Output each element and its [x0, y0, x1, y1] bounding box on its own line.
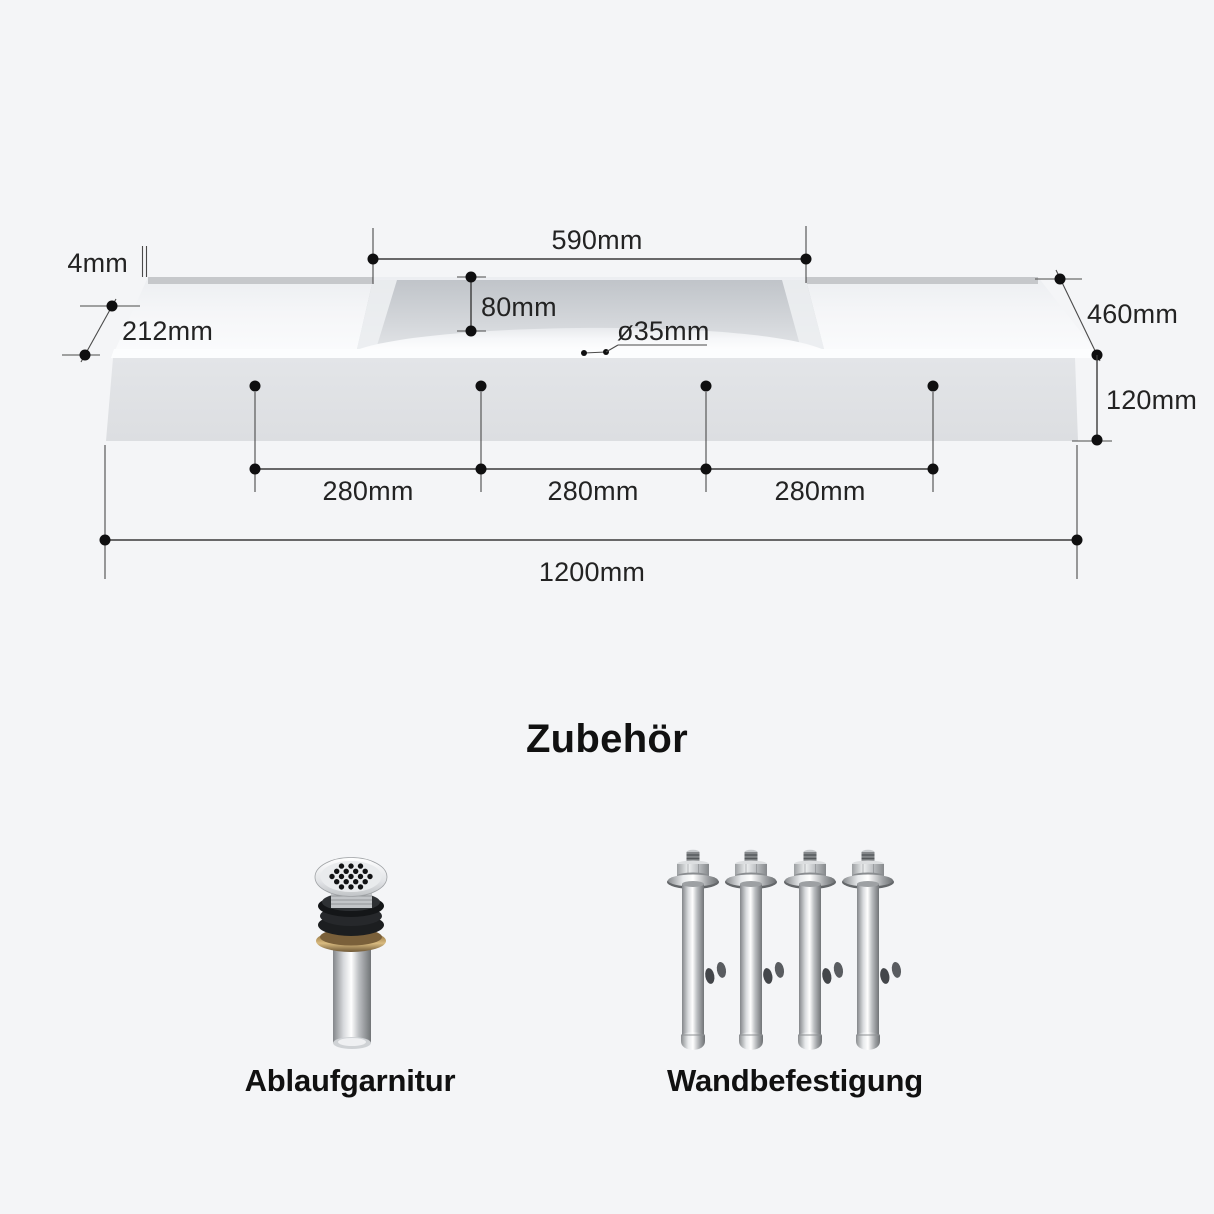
- sink-front-face: [106, 358, 1078, 441]
- drain-cap-holes: [329, 863, 373, 890]
- wall-anchors-label: Wandbefestigung: [667, 1063, 923, 1098]
- mounting-hole-marker: [700, 380, 712, 392]
- mounting-hole-marker: [475, 380, 487, 392]
- dimension-label-80mm: 80mm: [481, 292, 557, 322]
- basin-left-wall: [357, 280, 397, 349]
- wall-anchor-bolt: [724, 849, 786, 1051]
- mounting-hole-marker: [927, 380, 939, 392]
- dimension-label-120mm: 120mm: [1106, 385, 1197, 415]
- wall-anchor-illustration: [666, 849, 903, 1051]
- drain-assembly-label: Ablaufgarnitur: [245, 1063, 456, 1098]
- dimension-1200mm: 1200mm: [99, 445, 1083, 587]
- dimension-80mm: 80mm: [457, 271, 557, 337]
- dimension-label-280mm-1: 280mm: [322, 476, 413, 506]
- dimension-590mm: 590mm: [367, 225, 812, 284]
- drain-tailpiece-tube: [333, 948, 371, 1043]
- dimension-4mm: 4mm: [67, 246, 148, 278]
- dimension-120mm: 120mm: [1072, 355, 1197, 446]
- dimension-460mm: 460mm: [1035, 269, 1178, 362]
- dimension-212mm: 212mm: [62, 298, 213, 363]
- sink-back-rim-left: [148, 277, 373, 284]
- sink-drawing: [106, 277, 1098, 441]
- accessories-title: Zubehör: [526, 717, 688, 761]
- sink-back-rim-right: [806, 277, 1038, 284]
- dimension-annotations: 590mm 80mm ø35mm 4mm: [62, 225, 1197, 587]
- dimension-label-280mm-2: 280mm: [547, 476, 638, 506]
- wall-anchor-bolt: [783, 849, 845, 1051]
- dimension-label-280mm-3: 280mm: [774, 476, 865, 506]
- dimension-label-590mm: 590mm: [551, 225, 642, 255]
- dimension-label-212mm: 212mm: [122, 316, 213, 346]
- drain-assembly-illustration: [314, 857, 388, 1049]
- dimension-drain-diameter: ø35mm: [581, 316, 710, 356]
- dimension-label-35mm: ø35mm: [617, 316, 710, 346]
- wall-anchor-bolt: [841, 849, 903, 1051]
- basin-right-wall: [782, 280, 824, 349]
- mounting-hole-marker: [249, 380, 261, 392]
- sink-front-rim: [111, 349, 1094, 358]
- dimension-label-460mm: 460mm: [1087, 299, 1178, 329]
- dimension-280mm-spacings: 280mm 280mm 280mm: [249, 392, 939, 506]
- dimension-label-4mm: 4mm: [67, 248, 128, 278]
- wall-anchor-bolt: [666, 849, 728, 1051]
- dimension-label-1200mm: 1200mm: [539, 557, 645, 587]
